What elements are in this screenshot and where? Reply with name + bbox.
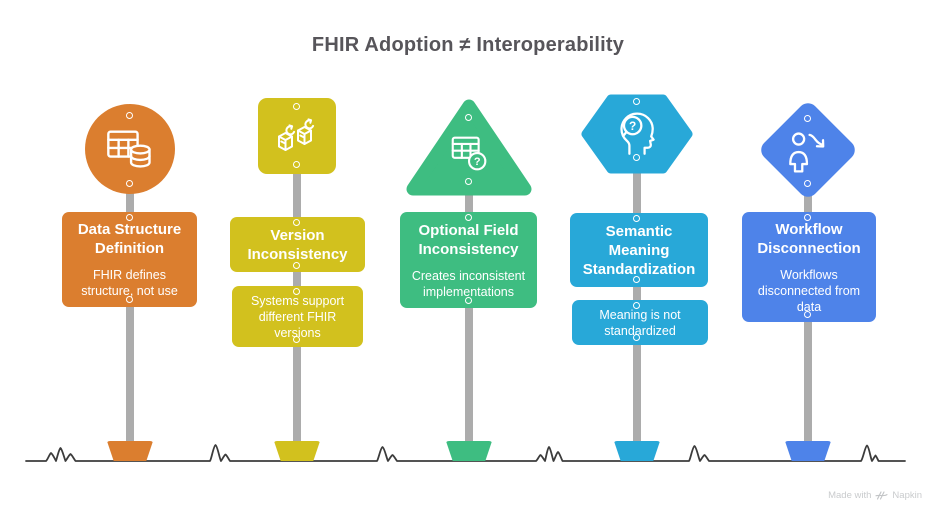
- pole: [293, 172, 301, 220]
- screw-icon: [126, 180, 133, 187]
- table-question-icon: ?: [451, 136, 487, 171]
- rounded-square-shape: [258, 98, 336, 174]
- pole: [465, 190, 473, 215]
- screw-icon: [633, 98, 640, 105]
- screw-icon: [465, 214, 472, 221]
- post-base: [613, 441, 661, 461]
- page-title: FHIR Adoption ≠ Interoperability: [311, 34, 625, 56]
- svg-text:?: ?: [474, 156, 481, 168]
- screw-icon: [465, 114, 472, 121]
- screw-icon: [293, 161, 300, 168]
- sign-board: Data Structure Definition FHIR defines s…: [62, 212, 197, 307]
- circle-shape: [85, 104, 175, 194]
- screw-icon: [293, 336, 300, 343]
- pole: [465, 305, 473, 446]
- ground-line: [25, 444, 906, 462]
- post-base: [784, 441, 832, 461]
- sign-title: Data Structure Definition: [77, 221, 182, 257]
- version-boxes-icon: [278, 118, 315, 151]
- screw-icon: [804, 214, 811, 221]
- pole: [633, 166, 641, 218]
- person-decline-icon: [789, 132, 825, 173]
- post-base: [273, 441, 321, 461]
- screw-icon: [804, 180, 811, 187]
- post-base: [106, 441, 154, 461]
- screw-icon: [804, 311, 811, 318]
- pole: [804, 319, 812, 446]
- screw-icon: [633, 334, 640, 341]
- sign-description: Workflows disconnected from data: [757, 267, 861, 314]
- screw-icon: [465, 297, 472, 304]
- sign-board: Optional Field Inconsistency Creates inc…: [400, 212, 537, 308]
- screw-icon: [126, 296, 133, 303]
- pole: [293, 344, 301, 446]
- database-table-icon: [107, 130, 151, 168]
- sign-board: Meaning is not standardized: [572, 300, 708, 345]
- pole: [126, 304, 134, 446]
- screw-icon: [293, 103, 300, 110]
- sign-board: Workflow Disconnection Workflows disconn…: [742, 212, 876, 322]
- triangle-shape: [406, 99, 532, 196]
- napkin-logo-icon: [875, 491, 888, 500]
- watermark: Made with Napkin: [828, 490, 922, 501]
- sign-description: Systems support different FHIR versions: [250, 293, 345, 340]
- sign-description: Meaning is not standardized: [599, 307, 681, 338]
- watermark-prefix: Made with: [828, 490, 872, 501]
- screw-icon: [126, 214, 133, 221]
- pole: [633, 284, 641, 304]
- screw-icon: [633, 215, 640, 222]
- screw-icon: [293, 219, 300, 226]
- pole: [293, 269, 301, 289]
- pole: [804, 194, 812, 216]
- head-question-icon: ?: [620, 112, 655, 155]
- pole: [633, 342, 641, 446]
- diamond-shape: [757, 99, 859, 201]
- sign-description: FHIR defines structure, not use: [81, 268, 178, 298]
- svg-text:?: ?: [629, 119, 636, 133]
- screw-icon: [633, 302, 640, 309]
- screw-icon: [293, 262, 300, 269]
- sign-title: Version Inconsistency: [247, 226, 348, 263]
- screw-icon: [293, 288, 300, 295]
- pole: [126, 191, 134, 215]
- screw-icon: [126, 112, 133, 119]
- screw-icon: [804, 115, 811, 122]
- sign-board: Semantic Meaning Standardization: [570, 213, 708, 287]
- sign-title: Workflow Disconnection: [757, 220, 861, 257]
- screw-icon: [465, 178, 472, 185]
- sign-title: Optional Field Inconsistency: [418, 221, 519, 258]
- post-base: [445, 441, 493, 461]
- sign-title: Semantic Meaning Standardization: [582, 222, 696, 278]
- screw-icon: [633, 154, 640, 161]
- sign-description: Creates inconsistent implementations: [411, 268, 526, 299]
- screw-icon: [633, 276, 640, 283]
- sign-board: Version Inconsistency: [230, 217, 365, 272]
- watermark-brand: Napkin: [892, 490, 922, 501]
